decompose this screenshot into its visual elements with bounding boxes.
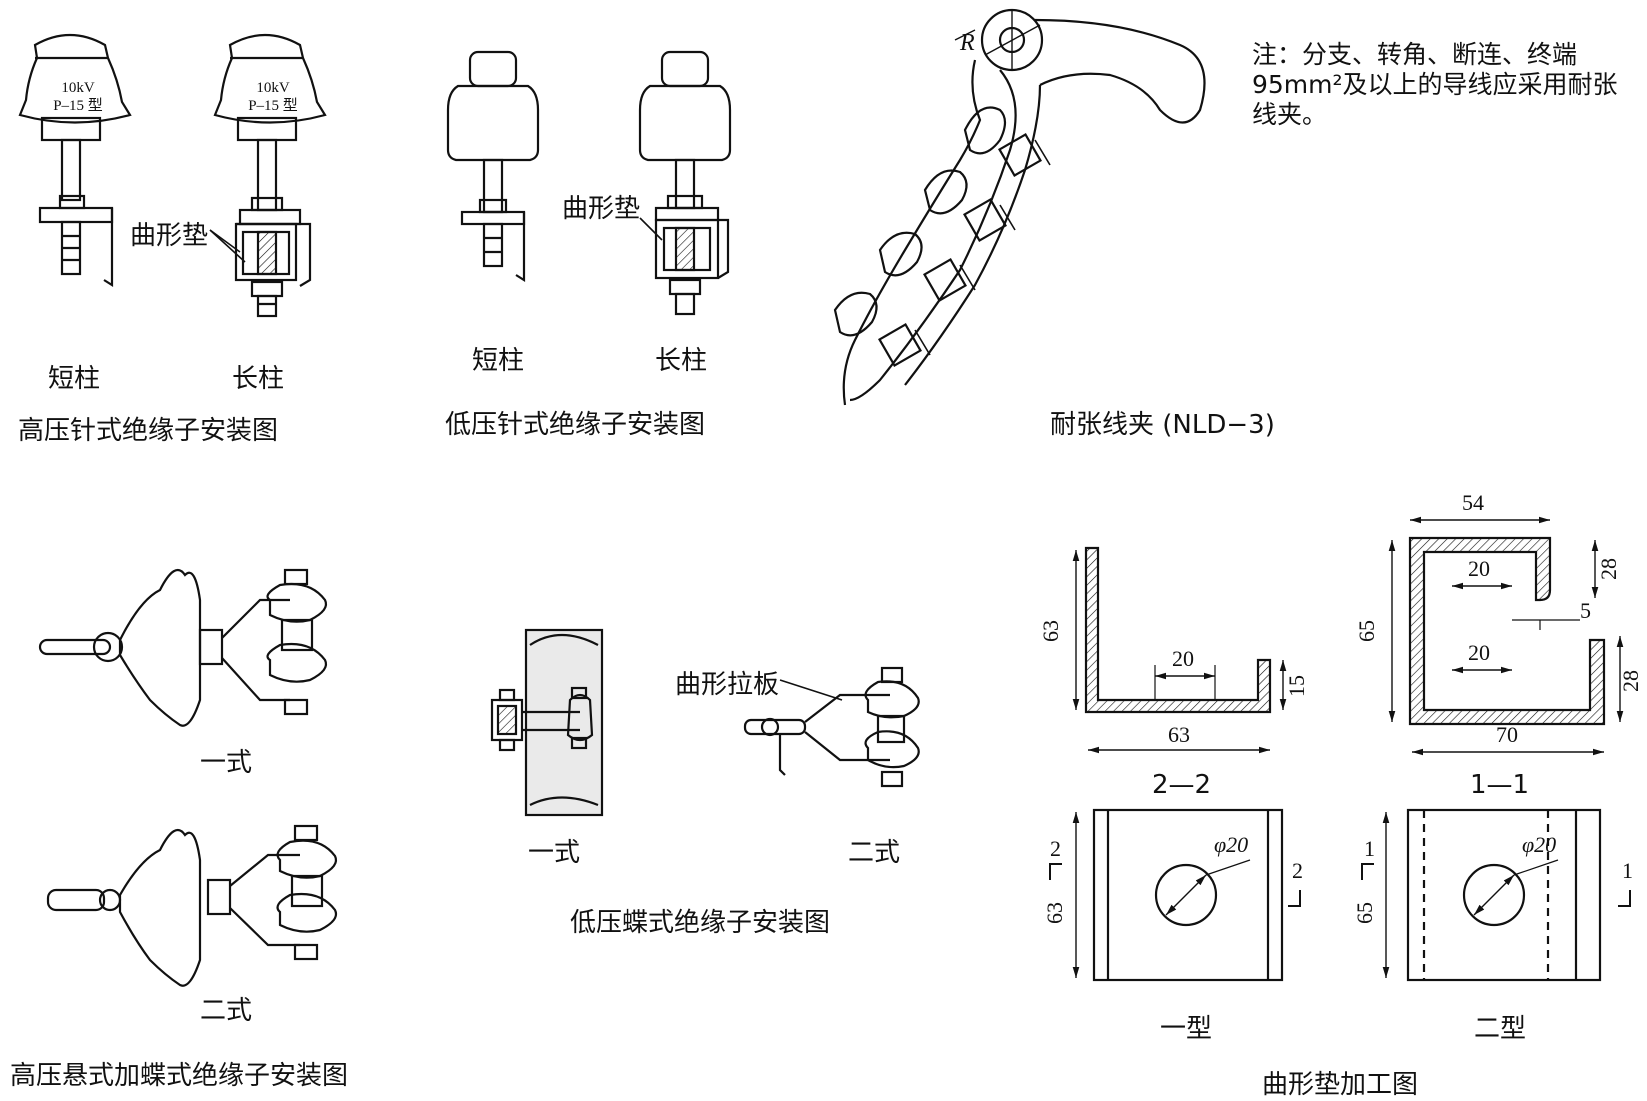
plan2-hole: φ20 — [1522, 832, 1557, 857]
dim-11-upper: 28 — [1596, 558, 1621, 580]
tension-clamp-caption: 耐张线夹 (NLD−3) — [1050, 410, 1275, 440]
lv-butterfly-caption: 低压蝶式绝缘子安装图 — [570, 908, 831, 938]
dim-22-slot: 20 — [1172, 646, 1194, 671]
dim-22-lip: 15 — [1284, 675, 1309, 697]
hv-suspension-caption: 高压悬式加蝶式绝缘子安装图 — [10, 1061, 349, 1091]
lv-plate-label: 曲形拉板 — [675, 670, 780, 700]
hv-pin-caption: 高压针式绝缘子安装图 — [18, 416, 279, 446]
hv-pad-label: 曲形垫 — [130, 221, 209, 251]
hv-long-label: 长柱 — [232, 364, 285, 394]
dim-11-lower: 28 — [1618, 670, 1643, 692]
dim-11-top: 54 — [1462, 490, 1484, 515]
hv-short-label: 短柱 — [48, 364, 101, 394]
hv-suspension-type1 — [38, 568, 328, 727]
plan1-height: 63 — [1042, 902, 1067, 924]
section-2-2-label: 2—2 — [1152, 770, 1212, 800]
hv-pin-insulator-long — [213, 34, 327, 318]
pad-section-2-2 — [1072, 546, 1287, 754]
lv-butterfly-type2-label: 二式 — [848, 838, 901, 868]
lv-butterfly-type1-label: 一式 — [528, 838, 581, 868]
section-1-1-label: 1—1 — [1470, 770, 1530, 800]
tension-clamp-note: 注：分支、转角、断连、终端95mm²及以上的导线应采用耐张线夹。 — [1252, 40, 1618, 129]
hv-suspension-type2-label: 二式 — [200, 996, 253, 1026]
plan1-hole: φ20 — [1214, 832, 1249, 857]
plan1-mark-right: 2 — [1292, 858, 1303, 883]
lv-long-label: 长柱 — [655, 346, 708, 376]
lv-pin-insulator-short — [446, 50, 540, 282]
hv-pin-insulator-short — [18, 34, 132, 287]
hv-suspension-type1-label: 一式 — [200, 748, 253, 778]
hv-short-insulator-voltage: 10kV — [61, 80, 95, 96]
pad-machining-caption: 曲形垫加工图 — [1262, 1070, 1419, 1100]
plan2-mark-left: 1 — [1364, 836, 1375, 861]
hv-long-insulator-model: P–15 型 — [248, 98, 298, 114]
pad-plan-type1 — [1049, 808, 1301, 982]
lv-pin-caption: 低压针式绝缘子安装图 — [445, 410, 706, 440]
lv-butterfly-type2 — [743, 666, 920, 788]
dim-11-slot-bottom: 20 — [1468, 640, 1490, 665]
tension-clamp — [833, 8, 1206, 406]
dim-22-width: 63 — [1168, 722, 1190, 747]
lv-pad-label: 曲形垫 — [562, 194, 641, 224]
plan1-mark-left: 2 — [1050, 836, 1061, 861]
hv-long-insulator-voltage: 10kV — [256, 80, 290, 96]
plan-type1-label: 一型 — [1160, 1014, 1213, 1044]
plan2-height: 65 — [1352, 902, 1377, 924]
hv-short-insulator-model: P–15 型 — [53, 98, 103, 114]
lv-butterfly-type1 — [490, 628, 604, 817]
dim-22-height: 63 — [1038, 620, 1063, 642]
pad-plan-type2 — [1361, 808, 1631, 982]
dim-11-slot-top: 20 — [1468, 556, 1490, 581]
plan2-mark-right: 1 — [1622, 858, 1633, 883]
plan-type2-label: 二型 — [1474, 1014, 1527, 1044]
hv-suspension-type2 — [46, 824, 338, 987]
radius-label: R — [960, 30, 975, 56]
dim-11-gap: 5 — [1580, 598, 1591, 623]
dim-11-width: 70 — [1496, 722, 1518, 747]
lv-pin-insulator-long — [638, 50, 732, 316]
lv-short-label: 短柱 — [472, 346, 525, 376]
dim-11-height: 65 — [1354, 620, 1379, 642]
pad-section-1-1 — [1388, 516, 1624, 756]
